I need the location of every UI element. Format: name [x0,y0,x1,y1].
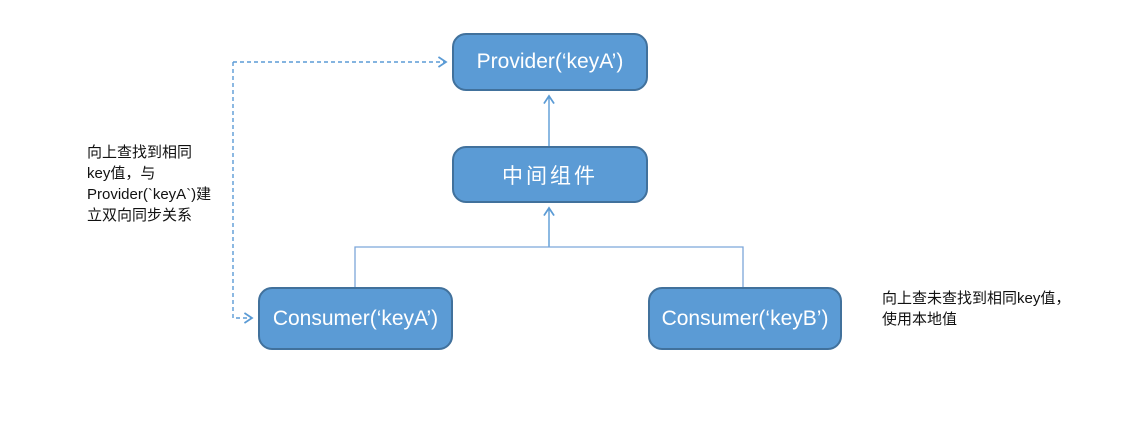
annotation-right-line-2: 使用本地值 [882,311,958,328]
node-consumer-keyB: Consumer(‘keyB’) [648,287,842,350]
annotation-left-line-3: Provider(`keyA`)建 [87,186,212,203]
annotation-right-local-value: 向上查未查找到相同key值， 使用本地值 [882,288,1070,330]
node-middle-label: 中间组件 [502,164,598,188]
node-consumer-keyA: Consumer(‘keyA’) [258,287,453,350]
node-middle-component: 中间组件 [452,146,648,203]
node-provider-label: Provider(‘keyA’) [476,50,624,73]
annotation-left-line-1: 向上查找到相同 [87,144,193,161]
annotation-left-line-4: 立双向同步关系 [87,207,193,224]
node-consumer-b-label: Consumer(‘keyB’) [661,306,829,330]
connector-consumers-tree [354,246,744,287]
annotation-left-line-2: key值，与 [87,165,156,182]
annotation-left-sync: 向上查找到相同 key值，与 Provider(`keyA`)建 立双向同步关系 [87,142,211,226]
node-provider-keyA: Provider(‘keyA’) [452,33,648,91]
annotation-right-line-1: 向上查未查找到相同key值， [882,290,1071,307]
connector-dashed-to-consumer-a [232,62,254,324]
node-consumer-a-label: Consumer(‘keyA’) [272,306,439,330]
